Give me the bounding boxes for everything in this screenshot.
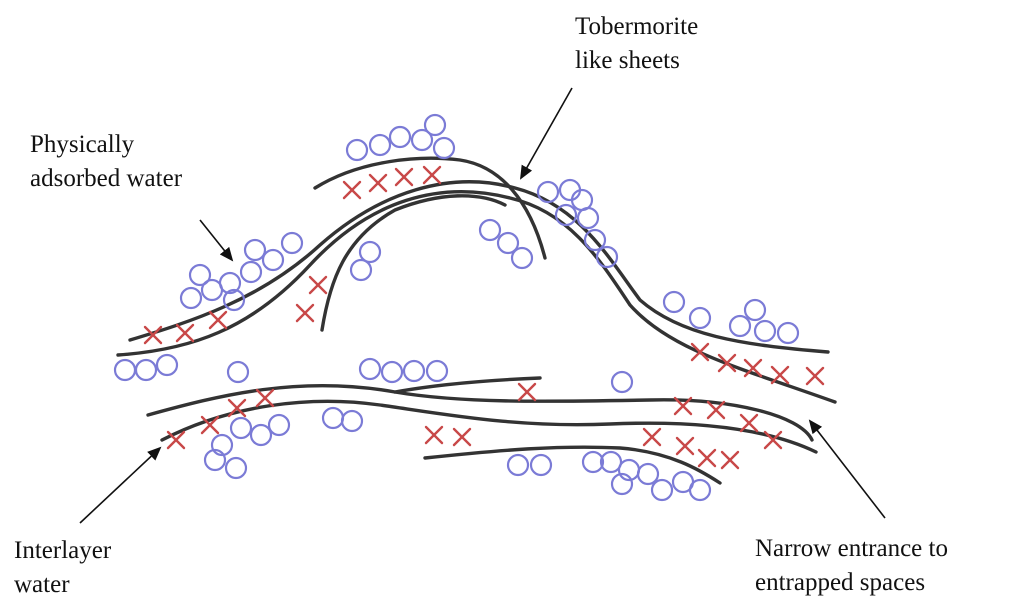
arrow-physically-adsorbed xyxy=(200,220,232,260)
tobermorite-sheets xyxy=(118,158,835,483)
arrow-interlayer xyxy=(80,448,160,523)
water-circle xyxy=(351,260,371,280)
water-circle xyxy=(508,455,528,475)
water-cross xyxy=(344,182,360,198)
water-cross xyxy=(426,427,442,443)
water-cross xyxy=(741,415,757,431)
water-circle xyxy=(538,182,558,202)
water-cross xyxy=(699,450,715,466)
arrow-tobermorite xyxy=(521,88,572,178)
water-circle xyxy=(512,248,532,268)
water-circle xyxy=(690,480,710,500)
water-circle xyxy=(360,359,380,379)
water-cross xyxy=(370,175,386,191)
water-circle xyxy=(390,127,410,147)
sheet-upper-inner xyxy=(322,196,505,330)
water-circle xyxy=(347,140,367,160)
water-circle xyxy=(263,250,283,270)
water-cross xyxy=(772,367,788,383)
water-circle xyxy=(612,372,632,392)
water-circle xyxy=(578,208,598,228)
water-cross xyxy=(210,312,226,328)
water-cross xyxy=(644,429,660,445)
water-circle xyxy=(251,425,271,445)
water-circle xyxy=(241,262,261,282)
water-cross xyxy=(310,277,326,293)
water-circle xyxy=(755,321,775,341)
water-circle xyxy=(231,418,251,438)
label-physically-adsorbed-line-2: adsorbed water xyxy=(30,162,182,196)
water-circle xyxy=(480,220,500,240)
water-circle xyxy=(531,455,551,475)
water-circle xyxy=(638,464,658,484)
water-cross xyxy=(424,167,440,183)
water-circle xyxy=(778,323,798,343)
water-circle xyxy=(245,240,265,260)
label-tobermorite-line-2: like sheets xyxy=(575,44,698,78)
water-cross xyxy=(807,368,823,384)
water-circle xyxy=(560,180,580,200)
water-cross xyxy=(519,384,535,400)
water-circle xyxy=(434,138,454,158)
label-tobermorite-line-1: Tobermorite xyxy=(575,10,698,44)
label-physically-adsorbed-water: Physically adsorbed water xyxy=(30,128,182,196)
label-narrow-entrance-line-2: entrapped spaces xyxy=(755,566,948,600)
arrow-narrow-entrance xyxy=(810,421,885,518)
water-circle xyxy=(404,361,424,381)
label-interlayer-line-1: Interlayer xyxy=(14,534,111,568)
label-interlayer-line-2: water xyxy=(14,568,111,602)
water-cross xyxy=(177,325,193,341)
water-circle xyxy=(269,415,289,435)
label-interlayer-water: Interlayer water xyxy=(14,534,111,602)
label-tobermorite: Tobermorite like sheets xyxy=(575,10,698,78)
water-circle xyxy=(745,300,765,320)
sheet-bottom xyxy=(425,447,720,483)
water-circle xyxy=(427,361,447,381)
water-circle xyxy=(323,408,343,428)
water-circle xyxy=(181,288,201,308)
water-cross xyxy=(765,432,781,448)
label-narrow-entrance-line-1: Narrow entrance to xyxy=(755,532,948,566)
water-circle xyxy=(226,458,246,478)
water-circle xyxy=(136,360,156,380)
water-cross xyxy=(454,429,470,445)
water-cross xyxy=(396,169,412,185)
water-circle xyxy=(282,233,302,253)
water-circle xyxy=(370,135,390,155)
water-circle xyxy=(664,292,684,312)
water-cross xyxy=(708,402,724,418)
water-circle xyxy=(652,480,672,500)
water-circle xyxy=(360,242,380,262)
water-circle xyxy=(342,411,362,431)
water-cross xyxy=(692,344,708,360)
water-circle xyxy=(228,362,248,382)
water-circle xyxy=(157,355,177,375)
water-cross xyxy=(257,390,273,406)
water-circle xyxy=(425,115,445,135)
water-cross xyxy=(297,305,313,321)
water-cross xyxy=(722,452,738,468)
water-cross xyxy=(677,438,693,454)
label-narrow-entrance: Narrow entrance to entrapped spaces xyxy=(755,532,948,600)
water-circle xyxy=(115,360,135,380)
water-circle xyxy=(730,316,750,336)
water-circle xyxy=(690,308,710,328)
label-physically-adsorbed-line-1: Physically xyxy=(30,128,182,162)
water-circle xyxy=(382,362,402,382)
